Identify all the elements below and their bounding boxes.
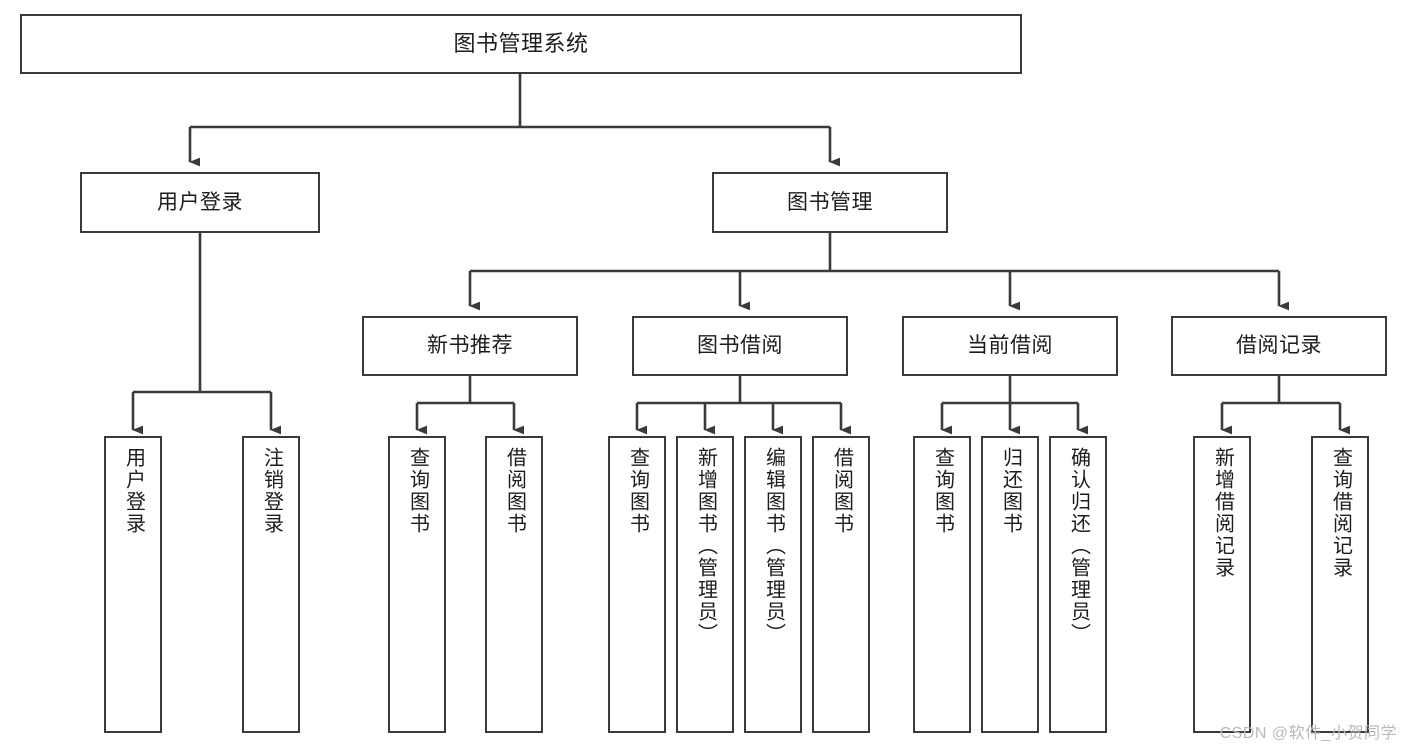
node-label: 当前借阅 [967, 334, 1053, 358]
leaf-bookborrow-query-book[interactable]: 查询图书 [608, 436, 666, 733]
node-label: 注销登录 [260, 447, 283, 535]
leaf-bookborrow-borrow-book[interactable]: 借阅图书 [812, 436, 870, 733]
watermark: CSDN @软件_小贺同学 [1219, 725, 1397, 742]
leaf-newbook-borrow-book[interactable]: 借阅图书 [485, 436, 543, 733]
node-label: 新增图书（管理员） [694, 447, 717, 645]
node-label: 借阅记录 [1236, 334, 1322, 358]
node-label: 用户登录 [122, 447, 145, 535]
leaf-borrowrecord-add-record[interactable]: 新增借阅记录 [1193, 436, 1251, 733]
node-label: 图书管理 [787, 190, 873, 214]
leaf-user-login[interactable]: 用户登录 [104, 436, 162, 733]
node-label: 确认归还（管理员） [1067, 447, 1090, 645]
node-label: 编辑图书（管理员） [762, 447, 785, 645]
node-user-login[interactable]: 用户登录 [80, 172, 320, 233]
node-label: 借阅图书 [830, 447, 853, 535]
node-label: 借阅图书 [503, 447, 526, 535]
node-label: 新书推荐 [427, 334, 513, 358]
node-new-book-recommend[interactable]: 新书推荐 [362, 316, 578, 376]
leaf-newbook-query-book[interactable]: 查询图书 [388, 436, 446, 733]
node-label: 新增借阅记录 [1211, 447, 1234, 579]
node-label: 查询图书 [626, 447, 649, 535]
leaf-logout[interactable]: 注销登录 [242, 436, 300, 733]
node-current-borrow[interactable]: 当前借阅 [902, 316, 1118, 376]
node-label: 查询图书 [931, 447, 954, 535]
node-label: 查询借阅记录 [1329, 447, 1352, 579]
node-book-management[interactable]: 图书管理 [712, 172, 948, 233]
node-root-book-management-system[interactable]: 图书管理系统 [20, 14, 1022, 74]
node-label: 用户登录 [157, 190, 243, 214]
leaf-currentborrow-query-book[interactable]: 查询图书 [913, 436, 971, 733]
node-label: 图书借阅 [697, 334, 783, 358]
leaf-borrowrecord-query-record[interactable]: 查询借阅记录 [1311, 436, 1369, 733]
node-book-borrow[interactable]: 图书借阅 [632, 316, 848, 376]
leaf-currentborrow-confirm-return-admin[interactable]: 确认归还（管理员） [1049, 436, 1107, 733]
leaf-currentborrow-return-book[interactable]: 归还图书 [981, 436, 1039, 733]
node-label: 归还图书 [999, 447, 1022, 535]
leaf-bookborrow-edit-book-admin[interactable]: 编辑图书（管理员） [744, 436, 802, 733]
node-label: 图书管理系统 [453, 30, 589, 56]
leaf-bookborrow-add-book-admin[interactable]: 新增图书（管理员） [676, 436, 734, 733]
node-borrow-record[interactable]: 借阅记录 [1171, 316, 1387, 376]
node-label: 查询图书 [406, 447, 429, 535]
